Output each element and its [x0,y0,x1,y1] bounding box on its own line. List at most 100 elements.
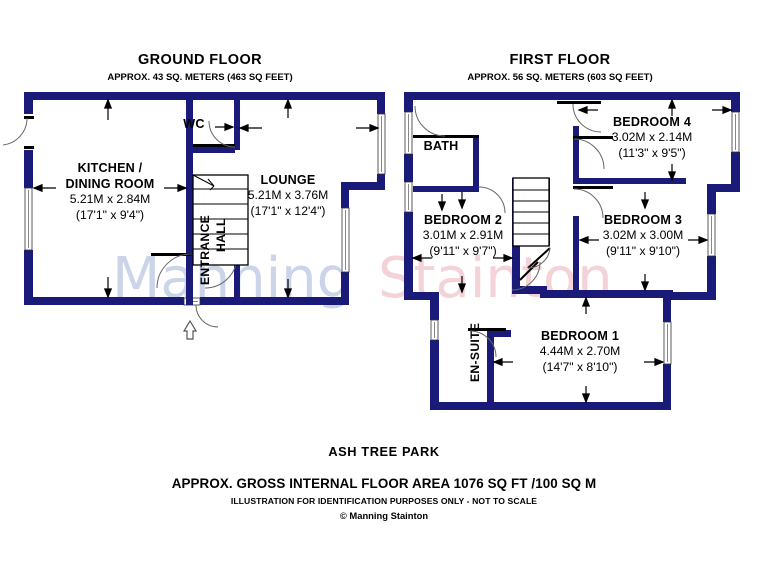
ff-door-leaf-a [527,247,551,269]
room-name-bedroom-4: BEDROOM 4 [612,115,692,129]
ff-door-jamb-bath [413,135,479,138]
gf-window-right-2 [341,207,350,273]
gf-door-jamb-kitchen [151,253,191,256]
room-label-lounge: LOUNGE 5.21M x 3.76M (17'1" x 12'4") [224,172,352,219]
gf-wall-left-a [24,92,33,114]
ff-wall-left-b [404,154,413,182]
ff-dim-arrows [411,98,733,404]
ff-window-right-1 [731,111,740,153]
ff-door-arc-ensuite [469,330,497,358]
room-name-bedroom-1: BEDROOM 1 [540,329,620,343]
ff-wall-right-step-2 [663,292,716,300]
gf-window-left-1 [24,187,33,251]
gf-wall-right-a [377,92,385,114]
gf-wall-bottom-left [24,297,184,305]
gf-window-right-1 [377,113,386,175]
ff-window-left-2 [404,181,413,213]
room-name-bath: BATH [423,139,459,153]
ff-wall-left-d [430,298,439,320]
gf-wall-left-c [24,250,33,305]
ff-wall-ensuite-right [487,330,494,404]
ff-door-jamb-bed3 [573,186,613,189]
first-floor-subtitle: APPROX. 56 SQ. METERS (603 SQ FEET) [467,72,653,83]
disclaimer-note: ILLUSTRATION FOR IDENTIFICATION PURPOSES… [230,496,538,506]
room-label-bath: BATH [410,138,472,154]
ff-door-jamb-bed4-b [573,136,613,139]
room-imperial-bedroom-1: (14'7" x 8'10") [542,359,618,374]
gf-wall-right-step [341,182,385,190]
ff-window-right-3 [663,321,672,365]
room-label-wc: WC [168,116,220,132]
ff-window-right-2 [707,213,716,257]
gf-wall-right-c [341,188,349,208]
copyright-note: © Manning Stainton [339,510,429,521]
ff-door-arc-bed3 [573,188,604,219]
room-imperial-bedroom-4: (11'3" x 9'5") [618,145,686,160]
ff-wall-top [404,92,740,100]
room-imperial-bedroom-2: (9'11" x 9'7") [429,243,497,258]
ff-wall-ensuite-top [487,330,511,337]
ff-window-left-1 [404,111,413,155]
gf-door-arc-rear [2,117,28,146]
ff-wall-landing-bottom [512,286,547,294]
gf-wall-bottom-step [328,297,349,305]
ff-wall-bed4-left [573,126,579,182]
gf-door-arc-kitchen [156,253,192,289]
gross-internal-area: APPROX. GROSS INTERNAL FLOOR AREA 1076 S… [171,476,597,491]
ff-door-arc-leaf-a [527,247,551,269]
ff-wall-bed3-left [573,216,579,296]
room-label-entrance-hall-line1: ENTRANCE [198,214,212,285]
ff-wall-bed3-bottom [540,290,673,298]
room-metric-bedroom-2: 3.01M x 2.91M [422,228,504,243]
ff-wall-bed4-bottom [573,178,686,184]
room-metric-kitchen: 5.21M x 2.84M [69,192,151,207]
room-label-bedroom-4: BEDROOM 4 3.02M x 2.14M (11'3" x 9'5") [592,114,712,161]
room-label-kitchen-dining-room: KITCHEN / DINING ROOM 5.21M x 2.84M (17'… [34,160,186,223]
ff-wall-right-c [707,192,716,214]
room-metric-bedroom-1: 4.44M x 2.70M [539,344,621,359]
ff-wall-right-a [731,92,740,112]
ff-door-leaf-b [519,261,539,281]
ff-door-arc-bed4-b [573,138,605,170]
ff-wall-right-step [707,184,740,192]
gf-wall-hall-left [186,92,193,305]
ff-door-jamb-ensuite [468,328,506,331]
room-metric-bedroom-4: 3.02M x 2.14M [611,130,693,145]
entrance-direction-arrow [182,319,198,340]
room-imperial-lounge: (17'1" x 12'4") [250,203,326,218]
ff-wall-left-a [404,92,413,112]
ground-floor-plan [2,92,386,340]
room-name-kitchen-line1: KITCHEN / [77,161,143,175]
ff-door-jamb-bed4-a [557,101,601,104]
gf-door-arc-wc [208,120,236,148]
room-metric-lounge: 5.21M x 3.76M [247,188,329,203]
gf-wall-bottom-right [200,297,328,305]
ff-wall-bottom [430,402,670,410]
room-metric-bedroom-3: 3.02M x 3.00M [602,228,684,243]
ground-floor-subtitle: APPROX. 43 SQ. METERS (463 SQ FEET) [107,72,293,83]
ff-wall-mid-left [404,292,439,300]
room-label-bedroom-2: BEDROOM 2 3.01M x 2.91M (9'11" x 9'7") [408,212,518,259]
property-address: ASH TREE PARK [328,444,440,459]
room-name-bedroom-2: BEDROOM 2 [423,213,503,227]
ff-staircase [512,177,550,247]
gf-wall-left-b [24,150,33,188]
ff-wall-landing-left [512,246,520,292]
ff-wall-bath-right [473,138,479,192]
ff-wall-left-c [404,212,413,298]
ff-wall-right-f [663,364,671,410]
gf-door-arc-front [195,304,219,328]
room-name-wc: WC [183,117,205,131]
gf-wall-right-b [377,174,385,188]
ff-door-arc-bed2 [478,186,506,214]
room-name-lounge: LOUNGE [260,173,316,187]
room-label-bedroom-1: BEDROOM 1 4.44M x 2.70M (14'7" x 8'10") [520,328,640,375]
gf-wall-hall-right-a [234,100,240,150]
room-label-en-suite: EN-SUITE [468,322,482,382]
ff-wall-bath-bottom [413,186,479,192]
ff-door-arc-bed1 [511,261,541,291]
gf-staircase [192,174,249,266]
room-name-bedroom-3: BEDROOM 3 [603,213,683,227]
